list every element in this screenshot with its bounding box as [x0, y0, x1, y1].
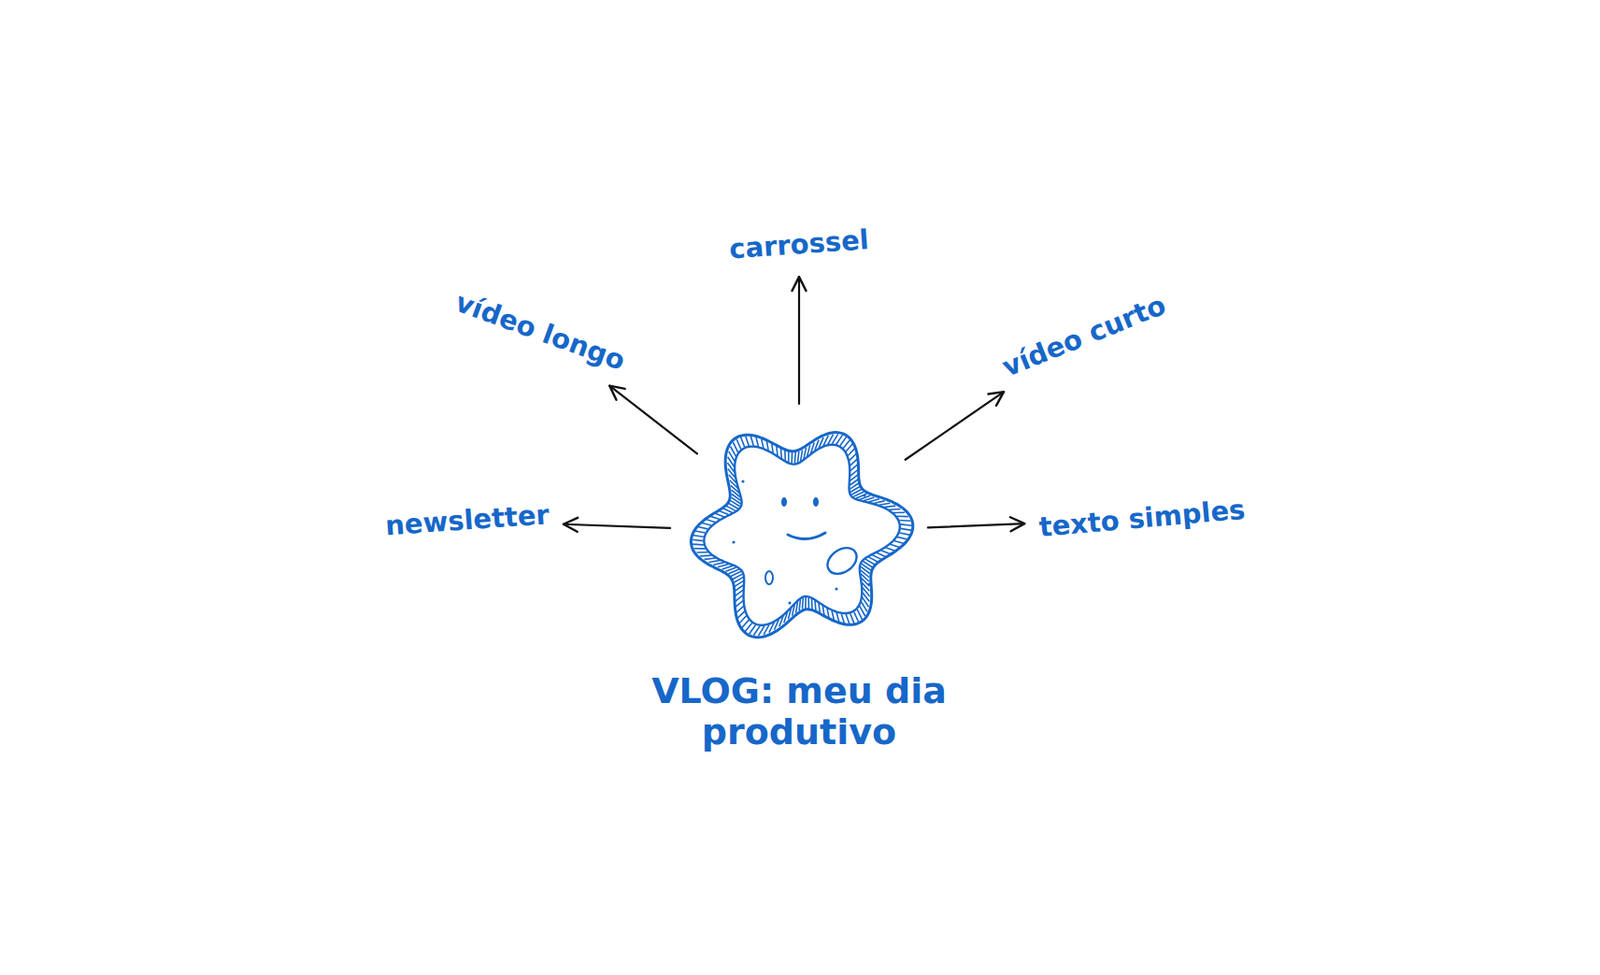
blob-caption: VLOG: meu dia produtivo: [630, 671, 968, 753]
blob-dot: [862, 493, 866, 497]
blob-dot: [867, 582, 871, 586]
label-text: texto simples: [1033, 491, 1251, 545]
blob-spot: [765, 571, 773, 585]
blob-dot: [731, 540, 735, 543]
blob-dot: [787, 600, 791, 604]
blob-inner-outline: [703, 444, 900, 626]
label-text: newsletter: [380, 497, 555, 544]
blob-dot: [834, 586, 838, 590]
blob-spot: [822, 542, 862, 579]
label-text: carrossel: [724, 222, 874, 268]
blob-illustration: [677, 411, 921, 655]
blob-eye: [813, 497, 819, 507]
arrow-connector: [798, 276, 800, 404]
blob-eye: [781, 497, 787, 507]
blob-dot: [741, 479, 744, 483]
format-label: texto simples: [1033, 491, 1251, 545]
arrow-connector: [928, 523, 1025, 528]
arrow-connector: [609, 385, 698, 455]
format-label: vídeo longo: [446, 284, 633, 381]
blob-node: VLOG: meu dia produtivo: [677, 411, 921, 655]
label-text: vídeo curto: [993, 285, 1174, 386]
label-text: vídeo longo: [446, 284, 633, 381]
arrow-connector: [563, 524, 671, 529]
format-label: newsletter: [380, 497, 555, 544]
blob-hatching: [691, 433, 913, 636]
arrow-connector: [905, 391, 1004, 460]
format-label: carrossel: [724, 222, 874, 268]
blob-smile: [787, 532, 826, 540]
format-label: vídeo curto: [993, 285, 1174, 386]
blob-outline: [690, 432, 913, 638]
